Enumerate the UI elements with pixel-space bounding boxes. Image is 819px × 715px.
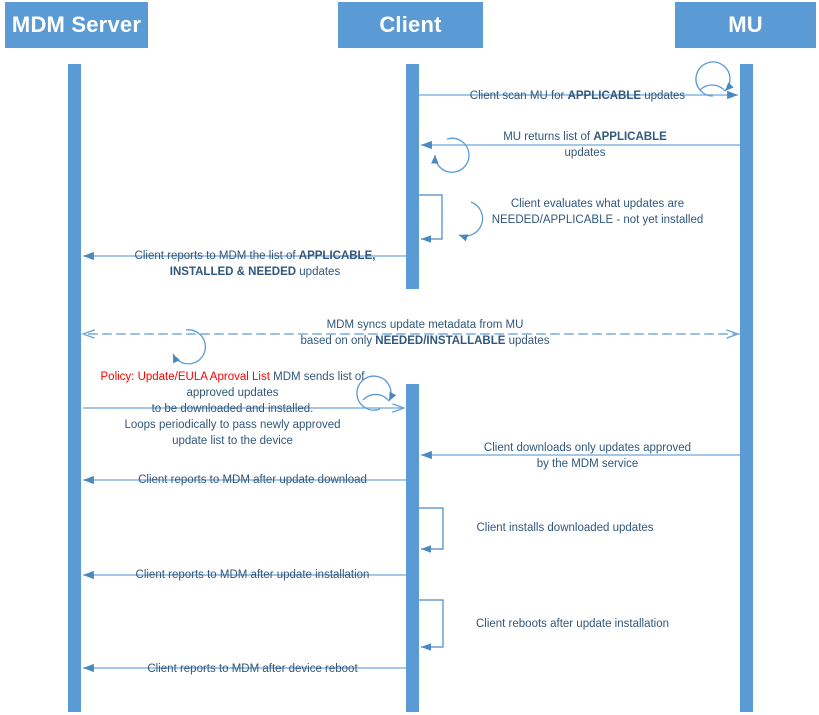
loop-m6-icon xyxy=(356,375,397,411)
actor-label-mu: MU xyxy=(728,12,763,37)
actor-header-client[interactable]: Client xyxy=(338,2,483,48)
actor-header-mu[interactable]: MU xyxy=(675,2,816,48)
lifeline-client-segment-2 xyxy=(406,384,419,712)
loop-m1-icon-upper xyxy=(699,84,726,92)
actor-label-mdm-server: MDM Server xyxy=(11,12,142,37)
message-policy-label-m6: Policy: Update/EULA Aproval List xyxy=(100,371,270,383)
message-label-m1: Client scan MU for APPLICABLE updates xyxy=(469,90,686,102)
loop-m1-icon xyxy=(695,61,734,97)
message-label-m11: Client reboots after update installation xyxy=(475,618,670,630)
message-label-m9: Client installs downloaded updates xyxy=(476,522,654,534)
loop-m2-icon xyxy=(431,137,470,173)
lifeline-client-segment-1 xyxy=(406,64,419,289)
actor-header-mdm-server[interactable]: MDM Server xyxy=(5,2,148,48)
loop-m3-icon xyxy=(458,201,484,242)
lifeline-mu xyxy=(740,64,753,712)
loop-m5-icon xyxy=(172,329,206,365)
activation-m11-client-reboots xyxy=(419,599,444,651)
activation-m9-client-installs xyxy=(419,507,444,553)
message-label-m6: Policy: Update/EULA Aproval List MDM sen… xyxy=(90,369,375,449)
activation-m3-client-evaluates xyxy=(419,194,443,243)
message-label-m10: Client reports to MDM after update insta… xyxy=(135,569,370,581)
message-label-m8: Client reports to MDM after update downl… xyxy=(138,474,367,486)
lifeline-mdm-server xyxy=(68,64,81,712)
message-label-m12: Client reports to MDM after device reboo… xyxy=(147,663,358,675)
actor-label-client: Client xyxy=(379,12,442,37)
loop-m6-icon-upper xyxy=(362,393,390,402)
message-label-m4: Client reports to MDM the list of APPLIC… xyxy=(134,250,376,278)
